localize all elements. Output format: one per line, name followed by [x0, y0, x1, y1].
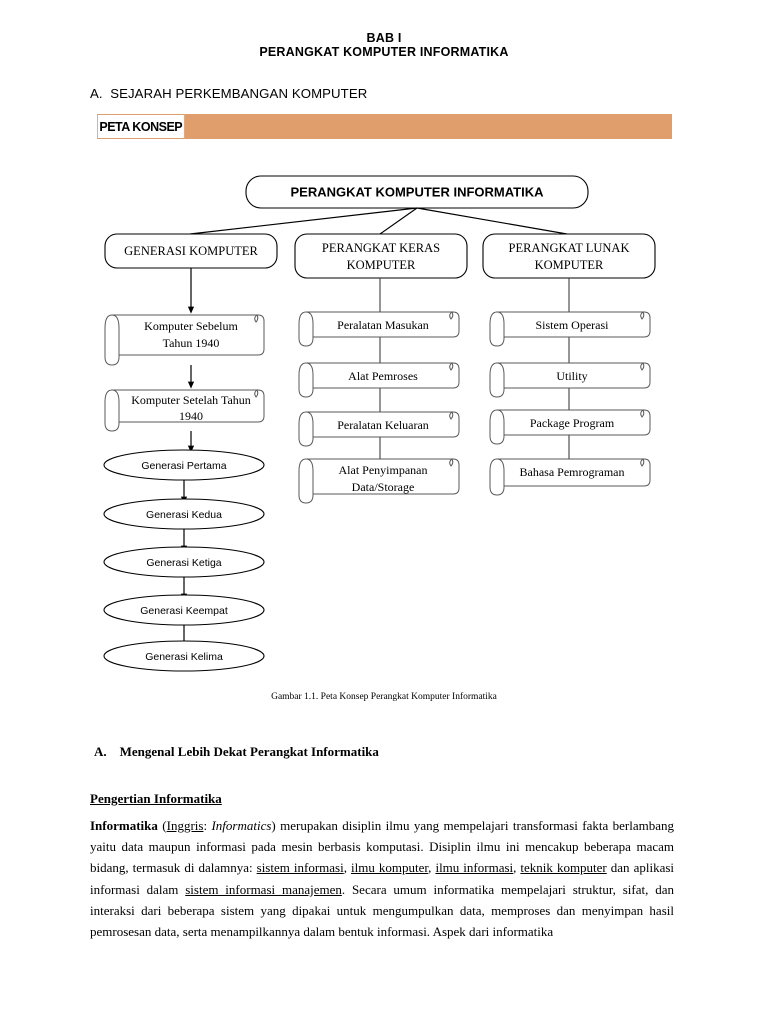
diagram-node-perangkat-lunak: PERANGKAT LUNAK KOMPUTER [482, 233, 656, 279]
body-paragraph: Informatika (Inggris: Informatics) merup… [90, 818, 675, 940]
diagram-doc-alat-penyimpanan: Alat Penyimpanan Data/Storage [298, 458, 460, 504]
pengertian-heading: Pengertian Informatika [90, 791, 222, 806]
diagram-doc-label-1b: Tahun 1940 [163, 336, 220, 350]
diagram-doc-peralatan-masukan: Peralatan Masukan [298, 311, 460, 347]
diagram-node-root-label: PERANGKAT KOMPUTER INFORMATIKA [290, 184, 544, 199]
concept-map-diagram: PERANGKAT KOMPUTER INFORMATIKA GENERASI … [0, 160, 768, 690]
diagram-doc-label-m2: Alat Pemroses [348, 369, 418, 383]
diagram-doc-alat-pemroses: Alat Pemroses [298, 362, 460, 398]
diagram-node-perangkat-lunak-label-1: PERANGKAT LUNAK [509, 241, 630, 255]
page-title: PERANGKAT KOMPUTER INFORMATIKA [259, 45, 509, 59]
diagram-doc-label-m4b: Data/Storage [352, 480, 415, 494]
diagram-node-generasi-komputer: GENERASI KOMPUTER [104, 233, 278, 269]
diagram-doc-utility: Utility [489, 362, 651, 398]
diagram-node-root: PERANGKAT KOMPUTER INFORMATIKA [245, 175, 589, 209]
diagram-ellipse-label-4: Generasi Keempat [140, 605, 228, 617]
peta-konsep-label: PETA KONSEP [97, 114, 185, 139]
diagram-doc-label-2b: 1940 [179, 409, 203, 423]
subsection-heading-a: A. Mengenal Lebih Dekat Perangkat Inform… [94, 744, 379, 759]
diagram-doc-label-r4: Bahasa Pemrograman [520, 465, 625, 479]
diagram-doc-peralatan-keluaran: Peralatan Keluaran [298, 411, 460, 447]
diagram-node-perangkat-keras-label-2: KOMPUTER [347, 258, 416, 272]
diagram-doc-komputer-sebelum-1940: Komputer Sebelum Tahun 1940 [104, 314, 265, 366]
diagram-doc-label-r1: Sistem Operasi [536, 318, 610, 332]
diagram-ellipse-label-3: Generasi Ketiga [146, 557, 221, 569]
diagram-ellipse-label-2: Generasi Kedua [146, 509, 222, 521]
diagram-ellipse-generasi-keempat: Generasi Keempat [103, 594, 265, 626]
diagram-ellipse-label-5: Generasi Kelima [145, 651, 223, 663]
peta-konsep-label-text: PETA KONSEP [99, 119, 183, 134]
diagram-doc-label-2a: Komputer Setelah Tahun [131, 393, 251, 407]
diagram-node-perangkat-keras: PERANGKAT KERAS KOMPUTER [294, 233, 468, 279]
diagram-node-perangkat-keras-label-1: PERANGKAT KERAS [322, 241, 440, 255]
root-branch-connectors [189, 207, 568, 235]
diagram-doc-label-m4a: Alat Penyimpanan [339, 463, 428, 477]
diagram-ellipse-generasi-ketiga: Generasi Ketiga [103, 546, 265, 578]
diagram-node-generasi-komputer-label: GENERASI KOMPUTER [124, 244, 258, 258]
diagram-doc-label-1a: Komputer Sebelum [144, 319, 238, 333]
diagram-doc-label-r2: Utility [556, 369, 587, 383]
figure-caption: Gambar 1.1. Peta Konsep Perangkat Komput… [271, 692, 497, 702]
diagram-ellipse-label-1: Generasi Pertama [141, 460, 226, 472]
diagram-doc-komputer-setelah-1940: Komputer Setelah Tahun 1940 [104, 389, 265, 432]
diagram-doc-label-m3: Peralatan Keluaran [337, 418, 429, 432]
diagram-doc-sistem-operasi: Sistem Operasi [489, 311, 651, 347]
diagram-doc-package-program: Package Program [489, 409, 651, 445]
diagram-node-perangkat-lunak-label-2: KOMPUTER [535, 258, 604, 272]
chapter-label: BAB I [366, 31, 402, 45]
diagram-doc-label-r3: Package Program [530, 416, 615, 430]
diagram-doc-bahasa-pemrograman: Bahasa Pemrograman [489, 458, 651, 496]
diagram-doc-label-m1: Peralatan Masukan [337, 318, 429, 332]
diagram-ellipse-generasi-kelima: Generasi Kelima [103, 640, 265, 672]
section-heading-a: A. SEJARAH PERKEMBANGAN KOMPUTER [90, 86, 368, 101]
diagram-ellipse-generasi-pertama: Generasi Pertama [103, 449, 265, 481]
diagram-ellipse-generasi-kedua: Generasi Kedua [103, 498, 265, 530]
peta-konsep-banner: PETA KONSEP [97, 114, 672, 139]
